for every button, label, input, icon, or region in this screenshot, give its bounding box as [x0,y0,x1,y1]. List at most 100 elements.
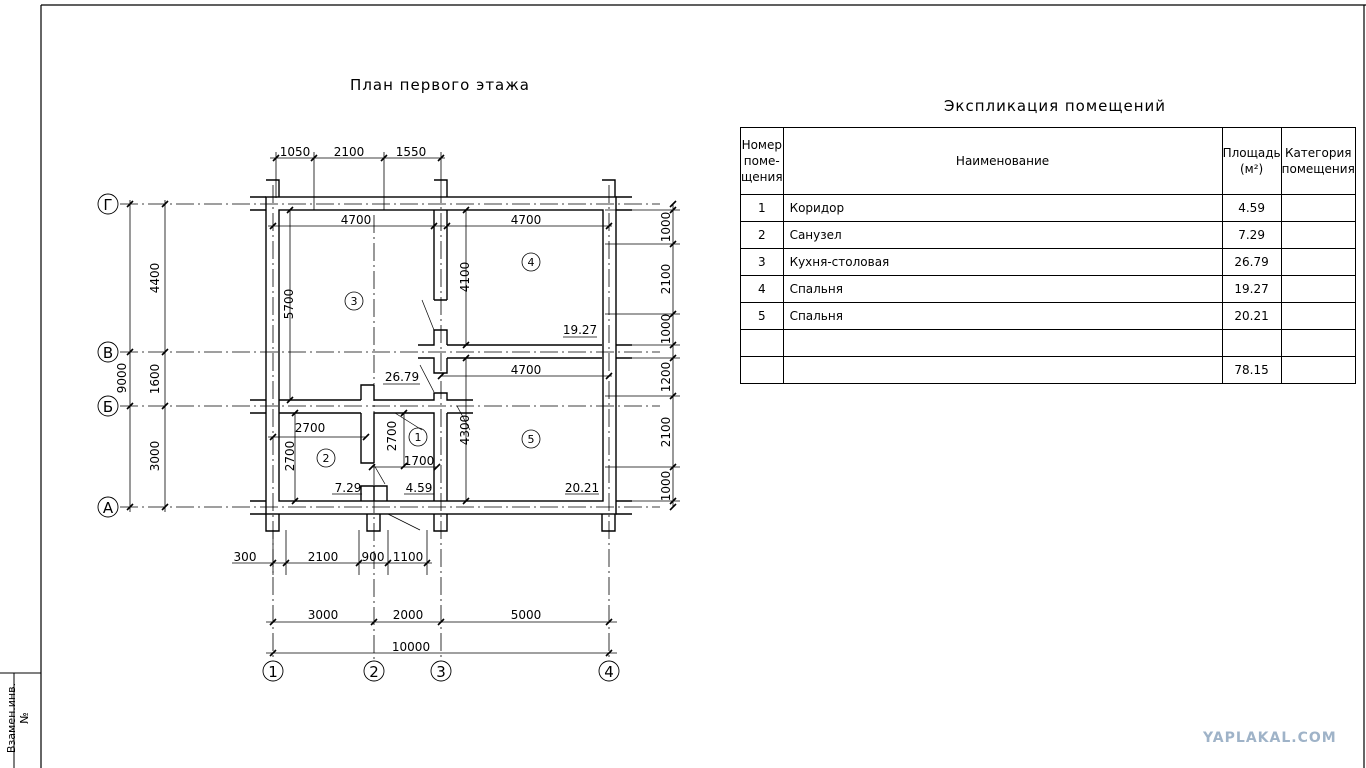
dim-right-2100-a: 2100 [659,264,673,295]
cell-category [1280,221,1356,249]
cell-num: 4 [740,275,784,303]
dim-top-2: 2100 [334,145,365,159]
room-area-2: 7.29 [335,481,362,495]
cell-category [1280,302,1356,330]
cell-num: 3 [740,248,784,276]
cell-name: Спальня [782,275,1223,303]
dim-bottom-2100: 2100 [308,550,339,564]
area-underlines [332,336,599,495]
dim-bottom-1100: 1100 [393,550,424,564]
axis-label-1: 1 [268,663,278,681]
dim-right-2100-b: 2100 [659,417,673,448]
cell-area: 26.79 [1221,248,1282,276]
dim-top-left-4700: 4700 [341,213,372,227]
table-row: 4 Спальня 19.27 [740,275,1356,303]
cell-name: Коридор [782,194,1223,222]
cell-category [1280,329,1356,357]
cell-category [1280,356,1356,384]
dim-room4-4100: 4100 [458,262,472,293]
dim-left-9000: 9000 [115,363,129,394]
cell-area [1221,329,1282,357]
cell-category [1280,275,1356,303]
cell-area: 7.29 [1221,221,1282,249]
dim-left-4400: 4400 [148,263,162,294]
stamp-label: Взамен.инв.№ [5,682,31,754]
cell-total-area: 78.15 [1221,356,1282,384]
dim-bottom-5000: 5000 [511,608,542,622]
dim-right-1200: 1200 [659,362,673,393]
dim-corr-v-2700: 2700 [385,421,399,452]
cell-num [740,356,784,384]
dim-right-1000-b: 1000 [659,314,673,345]
table-row: 1 Коридор 4.59 [740,194,1356,222]
room-number-1: 1 [415,431,422,444]
axis-label-b: Б [103,398,113,416]
table-total-row: 78.15 [740,356,1356,384]
room-number-3: 3 [351,295,358,308]
header-room-number: Номер поме- щения [740,127,784,195]
header-num-line3: щения [741,170,783,184]
dim-wc-2700: 2700 [295,421,326,435]
table-header-row: Номер поме- щения Наименование Площадь (… [740,127,1356,195]
dim-left-1600: 1600 [148,364,162,395]
dim-right-1000-c: 1000 [659,471,673,502]
axis-label-a: А [103,499,114,517]
room-number-2: 2 [323,452,330,465]
table-row [740,329,1356,357]
cell-area: 20.21 [1221,302,1282,330]
dim-bottom-300: 300 [234,550,257,564]
cell-category [1280,248,1356,276]
dim-bottom-3000: 3000 [308,608,339,622]
walls [250,179,632,532]
dim-top-right-4700: 4700 [511,213,542,227]
dim-right-1000-a: 1000 [659,212,673,243]
cell-name [782,356,1223,384]
grid-axes [120,185,660,660]
dim-bottom-900: 900 [362,550,385,564]
cell-name: Санузел [782,221,1223,249]
header-num-line1: Номер [741,138,782,152]
cell-name: Спальня [782,302,1223,330]
dim-top-3: 1550 [396,145,427,159]
axis-bubbles [97,193,620,682]
dim-room5-4300: 4300 [458,415,472,446]
axis-label-v: В [103,344,113,362]
cell-name [782,329,1223,357]
explication-table: Номер поме- щения Наименование Площадь (… [740,127,1356,384]
cell-area: 19.27 [1221,275,1282,303]
dim-room3-5700: 5700 [282,289,296,320]
table-row: 5 Спальня 20.21 [740,302,1356,330]
cell-num [740,329,784,357]
cell-num: 2 [740,221,784,249]
axis-label-4: 4 [604,663,614,681]
header-area-line1: Площадь [1222,146,1281,160]
header-category: Категория помещения [1280,127,1356,195]
dimension-ticks [126,154,677,657]
sheet-frame [0,4,1366,768]
dimension-lines [129,152,680,654]
room-circles [316,252,541,468]
plan-title: План первого этажа [350,76,530,94]
explication-title: Экспликация помещений [943,97,1167,115]
axis-label-3: 3 [436,663,446,681]
header-cat-line2: помещения [1281,162,1355,176]
room-area-4: 19.27 [563,323,597,337]
watermark: YAPLAKAL.COM [1203,730,1337,746]
cell-name: Кухня-столовая [782,248,1223,276]
header-area-line2: (м²) [1239,162,1264,176]
header-num-line2: поме- [743,154,780,168]
room-number-4: 4 [528,256,535,269]
room-area-3: 26.79 [385,370,419,384]
dim-top-1: 1050 [280,145,311,159]
header-area: Площадь (м²) [1221,127,1282,195]
room-area-5: 20.21 [565,481,599,495]
header-name: Наименование [782,127,1223,195]
header-cat-line1: Категория [1284,146,1352,160]
dim-bottom-2000: 2000 [393,608,424,622]
dim-left-3000: 3000 [148,441,162,472]
room-area-1: 4.59 [406,481,433,495]
table-row: 3 Кухня-столовая 26.79 [740,248,1356,276]
dim-bottom-10000: 10000 [392,640,430,654]
dim-wc-v-2700: 2700 [283,441,297,472]
